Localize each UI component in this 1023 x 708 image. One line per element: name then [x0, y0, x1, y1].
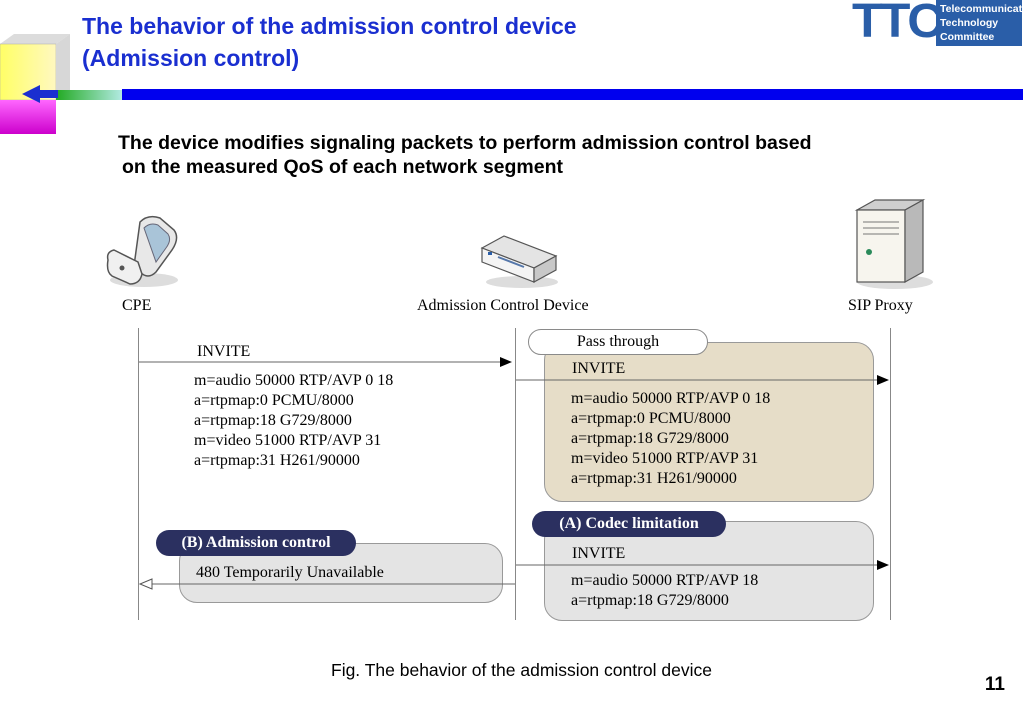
sip-lifeline — [890, 328, 891, 620]
logo-letters: TTC — [852, 0, 944, 48]
sdp-line: a=rtpmap:31 H261/90000 — [571, 470, 737, 487]
lead-text: The device modifies signaling packets to… — [118, 131, 978, 179]
arrowhead-right-icon — [877, 560, 889, 570]
codec-limitation-label: (A) Codec limitation — [532, 511, 726, 537]
ttc-logo: TTC Telecommunication Technology Committ… — [852, 0, 1023, 48]
cpe-label: CPE — [122, 297, 152, 314]
sip-proxy-label: SIP Proxy — [848, 297, 913, 314]
logo-badge: Telecommunication Technology Committee — [936, 0, 1023, 46]
logo-text-3: Committee — [940, 31, 995, 43]
header-bar — [122, 89, 1023, 100]
acd-label: Admission Control Device — [417, 297, 589, 314]
lead-line-2: on the measured QoS of each network segm… — [122, 156, 564, 178]
sip-proxy-server-icon — [854, 198, 933, 289]
sdp-block-1: m=audio 50000 RTP/AVP 0 18 a=rtpmap:0 PC… — [194, 371, 393, 471]
arrowhead-right-icon — [500, 357, 512, 367]
logo-text-1: Telecommunication — [940, 3, 1023, 15]
sdp-line: m=video 51000 RTP/AVP 31 — [194, 432, 382, 449]
cpe-lifeline — [138, 328, 139, 620]
sdp-line: m=audio 50000 RTP/AVP 0 18 — [194, 372, 394, 389]
sdp-line: a=rtpmap:18 G729/8000 — [571, 592, 729, 609]
lead-line-1: The device modifies signaling packets to… — [118, 132, 812, 154]
page-title: The behavior of the admission control de… — [82, 10, 577, 74]
pass-through-box — [544, 342, 874, 502]
logo-text-2: Technology — [940, 17, 999, 29]
arrowhead-left-icon — [138, 578, 153, 590]
pass-through-label: Pass through — [528, 329, 708, 355]
sdp-line: m=audio 50000 RTP/AVP 18 — [571, 572, 759, 589]
decorative-cube-icon — [0, 34, 126, 134]
page-number: 11 — [984, 674, 1005, 695]
title-line-1: The behavior of the admission control de… — [82, 13, 577, 39]
acd-lifeline — [515, 328, 516, 620]
phone-icon — [106, 215, 178, 287]
admission-control-device-icon — [480, 235, 558, 288]
sdp-line: a=rtpmap:18 G729/8000 — [194, 412, 352, 429]
invite-1-label: INVITE — [197, 343, 251, 360]
figure-caption: Fig. The behavior of the admission contr… — [331, 660, 712, 680]
sdp-line: m=video 51000 RTP/AVP 31 — [571, 450, 759, 467]
arrowhead-right-icon — [877, 375, 889, 385]
sdp-block-2: m=audio 50000 RTP/AVP 0 18 a=rtpmap:0 PC… — [571, 389, 770, 489]
sdp-line: a=rtpmap:18 G729/8000 — [571, 430, 729, 447]
sdp-line: m=audio 50000 RTP/AVP 0 18 — [571, 390, 771, 407]
sdp-line: a=rtpmap:0 PCMU/8000 — [571, 410, 731, 427]
response-480-label: 480 Temporarily Unavailable — [196, 564, 384, 581]
invite-3-label: INVITE — [572, 545, 626, 562]
codec-limitation-box — [544, 521, 874, 621]
invite-2-label: INVITE — [572, 360, 626, 377]
sdp-block-3: m=audio 50000 RTP/AVP 18 a=rtpmap:18 G72… — [571, 571, 758, 611]
admission-control-label: (B) Admission control — [156, 530, 356, 556]
sdp-line: a=rtpmap:31 H261/90000 — [194, 452, 360, 469]
title-line-2: (Admission control) — [82, 45, 300, 71]
sdp-line: a=rtpmap:0 PCMU/8000 — [194, 392, 354, 409]
